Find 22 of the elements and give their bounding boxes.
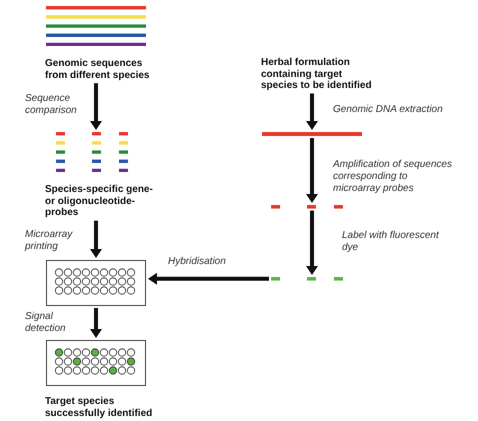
- labelled-fragment-bars: [271, 277, 343, 281]
- edge-label: Label with fluorescent dye: [342, 230, 440, 254]
- edge-label: Sequence comparison: [25, 93, 78, 117]
- dna-strand-bar: [262, 132, 362, 136]
- arrow: [90, 83, 102, 130]
- arrow: [90, 220, 102, 258]
- edge-label: Hybridisation: [168, 256, 226, 268]
- dna-fragment-bars: [271, 205, 343, 209]
- node-label: Species-specific gene- or oligonucleotide-probes: [45, 184, 154, 219]
- arrow: [306, 94, 318, 130]
- edge-label: Microarray printing: [25, 229, 74, 253]
- node-label: Genomic sequences from different species: [45, 58, 150, 82]
- edge-label: Genomic DNA extraction: [333, 104, 443, 116]
- edge-label: Signal detection: [25, 311, 67, 335]
- node-label: Target species successfully identified: [45, 396, 154, 419]
- arrow: [148, 272, 269, 285]
- arrow: [306, 138, 318, 203]
- node-label: Herbal formulation containing target species to be identified: [261, 57, 373, 92]
- edge-label: Amplification of sequences corresponding to microarray probes: [333, 159, 453, 195]
- arrow: [306, 210, 318, 275]
- microarray-chip: [46, 260, 146, 306]
- arrow: [90, 308, 102, 338]
